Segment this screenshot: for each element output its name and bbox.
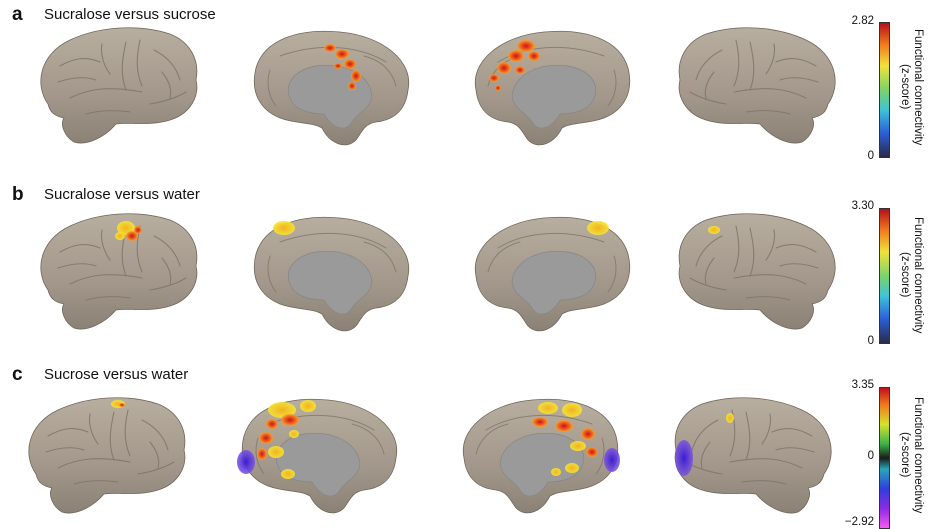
panel-letter: b [12,184,24,205]
panel-title: Sucrose versus water [44,366,189,383]
activation-blobs [708,226,720,234]
activation-blobs [111,400,125,408]
brain-lateral-right [675,396,842,522]
colorbar-title: Functional connectivity (z-score) [899,216,924,334]
colorbar-mid: 0 [867,450,874,462]
activation-blobs [675,413,734,476]
activation-blobs [237,400,316,479]
activation-blobs [532,402,620,476]
panel-b: b Sucralose versus water 3.30 0 [0,180,936,360]
activation-blobs [587,221,609,235]
panel-letter: c [12,364,23,385]
brain-lateral-left [28,397,186,514]
colorbar-a [879,22,890,158]
brain-medial-left [244,212,420,338]
brain-lateral-left [40,27,198,144]
panel-title: Sucralose versus sucrose [44,6,216,23]
brain-lateral-left [40,213,198,330]
activation-blobs [115,221,142,241]
brain-medial-right [474,216,631,332]
panel-letter: a [12,4,23,25]
colorbar-min: 0 [867,150,874,162]
brain-lateral-right [676,26,846,152]
colorbar-b [879,208,890,344]
colorbar-min: 0 [867,335,874,347]
colorbar-title: Functional connectivity (z-score) [899,396,924,514]
brain-medial-right [474,30,631,146]
colorbar-max: 3.35 [851,379,874,391]
colorbar-title: Functional connectivity (z-score) [899,28,924,146]
colorbar-max: 2.82 [851,15,874,27]
brain-medial-right [462,398,620,514]
brain-medial-left [244,26,420,152]
panel-title: Sucralose versus water [44,186,200,203]
brain-medial-left [237,394,408,520]
activation-blobs [324,44,361,90]
colorbar-min: −2.92 [844,516,874,528]
brain-lateral-right [676,212,846,338]
panel-a: a Sucralose versus sucrose 2.82 [0,0,936,180]
panel-c: c Sucrose versus water [0,360,936,529]
colorbar-max: 3.30 [851,200,874,212]
activation-blobs [273,221,295,235]
activation-blobs [489,40,540,91]
